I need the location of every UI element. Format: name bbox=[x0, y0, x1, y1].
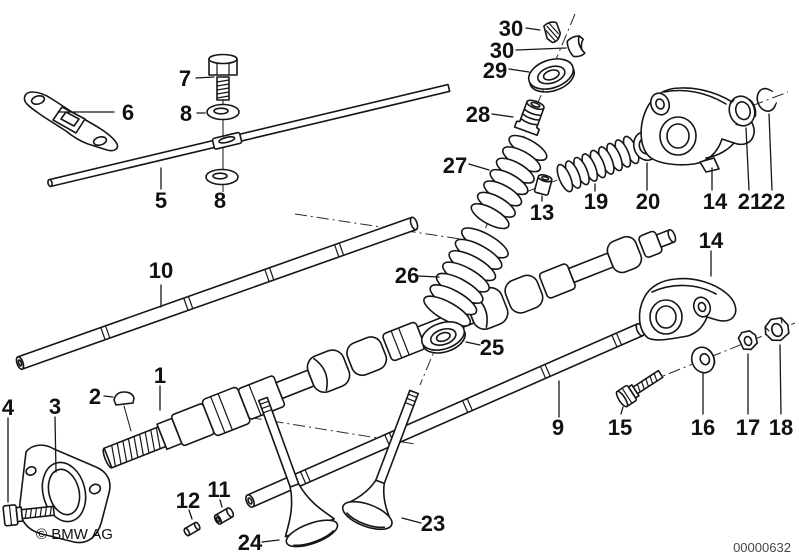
part-29-upper-spring-plate bbox=[527, 58, 576, 93]
callout-13: 13 bbox=[530, 200, 554, 225]
callout-29: 29 bbox=[483, 58, 507, 83]
callout-10: 10 bbox=[149, 258, 173, 283]
part-22-snap-ring bbox=[756, 87, 778, 112]
part-14-rocker-arm-upper bbox=[640, 87, 755, 173]
callout-30-a: 30 bbox=[499, 16, 523, 41]
callout-20: 20 bbox=[636, 189, 660, 214]
part-5-rod bbox=[47, 83, 451, 188]
callout-19: 19 bbox=[584, 189, 608, 214]
part-21-bushing bbox=[728, 95, 757, 127]
callout-labels: 7 8 6 5 8 10 30 30 29 28 27 13 19 20 14 … bbox=[2, 16, 793, 555]
callout-6: 6 bbox=[122, 100, 134, 125]
callout-4: 4 bbox=[2, 395, 15, 420]
part-25-lower-spring-plate bbox=[420, 321, 467, 354]
callout-14-b: 14 bbox=[699, 228, 724, 253]
part-4-bolt bbox=[2, 504, 55, 527]
part-8-washer-lower bbox=[205, 168, 239, 186]
part-26-outer-valve-spring bbox=[423, 227, 509, 327]
part-12-sleeve bbox=[183, 521, 201, 537]
part-27-inner-valve-spring bbox=[470, 134, 548, 230]
callout-7: 7 bbox=[179, 66, 191, 91]
part-18-hex-nut bbox=[764, 317, 790, 342]
part-7-hex-bolt bbox=[208, 53, 238, 101]
callout-24: 24 bbox=[238, 530, 263, 555]
callout-1: 1 bbox=[154, 363, 166, 388]
callout-30-b: 30 bbox=[490, 38, 514, 63]
callout-2: 2 bbox=[89, 384, 101, 409]
part-24-intake-valve bbox=[257, 396, 339, 548]
part-19-spring bbox=[556, 135, 640, 193]
callout-22: 22 bbox=[761, 189, 785, 214]
part-6-holding-bracket bbox=[23, 91, 119, 152]
callout-26: 26 bbox=[395, 263, 419, 288]
callout-8-b: 8 bbox=[214, 188, 226, 213]
callout-23: 23 bbox=[421, 511, 445, 536]
callout-9: 9 bbox=[552, 415, 564, 440]
part-13-thrust-piece bbox=[533, 174, 553, 196]
part-28-valve-stem-seal bbox=[513, 99, 545, 136]
callout-3: 3 bbox=[49, 394, 61, 419]
part-23-exhaust-valve bbox=[341, 389, 420, 531]
callout-15: 15 bbox=[608, 415, 632, 440]
part-10-rocker-arm-shaft bbox=[15, 216, 419, 371]
callout-11: 11 bbox=[207, 477, 230, 502]
callout-28: 28 bbox=[466, 102, 490, 127]
part-11-sleeve bbox=[213, 507, 235, 525]
part-17-washer bbox=[737, 330, 759, 351]
part-14-rocker-arm-lower bbox=[638, 277, 737, 341]
drawing-number: 00000632 bbox=[733, 540, 791, 555]
leader-lines bbox=[7, 27, 782, 543]
part-16-spacer-sleeve bbox=[690, 346, 716, 374]
copyright-notice: © BMW AG bbox=[36, 526, 113, 543]
part-30-valve-collet-b bbox=[566, 35, 586, 58]
callout-25: 25 bbox=[480, 335, 504, 360]
callout-8-a: 8 bbox=[180, 101, 192, 126]
part-15-bolt bbox=[615, 369, 664, 408]
callout-18: 18 bbox=[769, 415, 793, 440]
part-2-woodruff-key bbox=[113, 391, 135, 432]
callout-14-a: 14 bbox=[703, 189, 728, 214]
callout-5: 5 bbox=[155, 188, 167, 213]
part-9-rocker-arm-shaft bbox=[245, 322, 645, 508]
callout-17: 17 bbox=[736, 415, 760, 440]
callout-12: 12 bbox=[176, 488, 200, 513]
callout-16: 16 bbox=[691, 415, 715, 440]
part-30-valve-collet-a bbox=[543, 21, 562, 44]
callout-27: 27 bbox=[443, 153, 467, 178]
callout-21: 21 bbox=[738, 189, 762, 214]
part-8-washer-upper bbox=[206, 103, 240, 121]
